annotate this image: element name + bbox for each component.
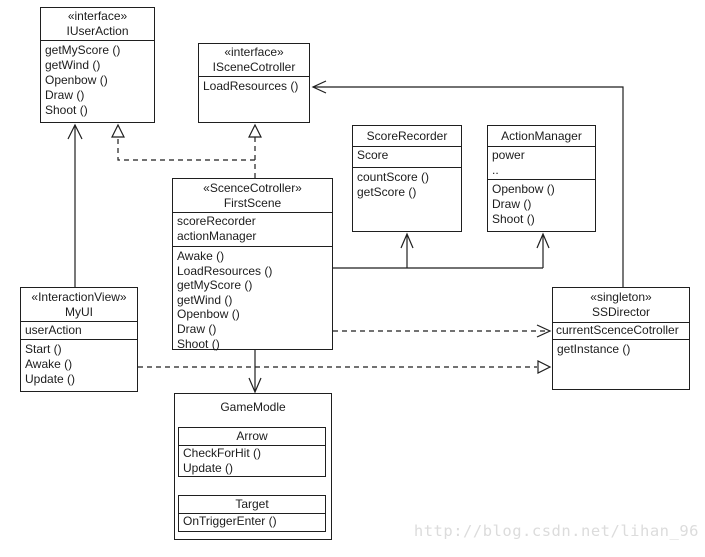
attribute: scoreRecorder <box>177 214 256 228</box>
class-stereotype: «singleton» <box>590 290 652 304</box>
class-header: ActionManager <box>488 126 595 147</box>
method: OnTriggerEnter () <box>183 514 277 528</box>
open-arrowhead-icon <box>400 232 414 249</box>
class-header: «interface» IUserAction <box>41 8 154 41</box>
method: Draw () <box>45 88 85 102</box>
open-arrowhead-icon <box>311 80 327 94</box>
class-name: ActionManager <box>501 128 582 143</box>
method: Awake () <box>177 249 225 263</box>
methods-compartment: getMyScore () getWind () Openbow () Draw… <box>41 41 154 120</box>
class-name: GameModle <box>220 399 286 414</box>
methods-compartment: Awake () LoadResources () getMyScore () … <box>173 247 332 353</box>
attribute: power <box>492 148 525 162</box>
open-arrowhead-icon <box>248 377 262 394</box>
connector-ssdirector-iscenecotroller <box>311 80 624 287</box>
attributes-compartment: userAction <box>21 322 137 340</box>
method: getInstance () <box>557 342 631 356</box>
attribute: currentScenceCotroller <box>556 323 679 337</box>
class-header: ScoreRecorder <box>353 126 461 147</box>
method: countScore () <box>357 170 430 184</box>
class-name: FirstScene <box>223 195 282 210</box>
attribute: userAction <box>25 323 82 337</box>
hollow-triangle-icon <box>248 123 262 138</box>
class-header: «interface» ISceneCotroller <box>199 44 309 77</box>
method: getMyScore () <box>177 278 253 293</box>
methods-compartment: LoadResources () <box>199 77 309 96</box>
hollow-triangle-icon <box>111 123 125 138</box>
class-header: «ScenceCotroller» FirstScene <box>173 179 332 213</box>
inner-class-name: Target <box>179 496 325 514</box>
inner-class-target: Target OnTriggerEnter () <box>178 495 326 532</box>
class-ssdirector: «singleton» SSDirector currentScenceCotr… <box>552 287 690 390</box>
connector-myui-ssdirector <box>138 360 552 374</box>
class-name: IUserAction <box>66 24 129 38</box>
class-name: SSDirector <box>591 305 650 319</box>
attributes-compartment: scoreRecorder actionManager <box>173 213 332 247</box>
method: getMyScore () <box>45 43 121 57</box>
method: Start () <box>25 342 62 356</box>
methods-compartment: Start () Awake () Update () <box>21 340 137 389</box>
method: Update () <box>183 461 234 475</box>
methods-compartment: Openbow () Draw () Shoot () <box>488 180 595 229</box>
method: getScore () <box>357 185 417 199</box>
method: getWind () <box>177 292 233 307</box>
connector-firstscene-iscenecotroller-realization <box>248 123 262 178</box>
class-iuseraction: «interface» IUserAction getMyScore () ge… <box>40 7 155 123</box>
connector-myui-iuseraction <box>67 123 83 287</box>
open-arrowhead-icon <box>67 123 83 140</box>
method: Draw () <box>177 321 217 336</box>
attributes-compartment: currentScenceCotroller <box>553 323 689 340</box>
class-stereotype: «interface» <box>224 45 284 59</box>
attribute: Score <box>357 148 389 162</box>
class-name: ISceneCotroller <box>212 60 296 74</box>
methods-compartment: OnTriggerEnter () <box>179 514 325 529</box>
inner-class-arrow: Arrow CheckForHit () Update () <box>178 427 326 477</box>
class-stereotype: «interface» <box>67 9 128 23</box>
method: Draw () <box>492 197 532 211</box>
class-iscenecotroller: «interface» ISceneCotroller LoadResource… <box>198 43 310 123</box>
method: Openbow () <box>45 73 108 87</box>
methods-compartment: countScore () getScore () <box>353 168 461 202</box>
class-myui: «InteractionView» MyUI userAction Start … <box>20 287 138 392</box>
attribute: .. <box>492 163 499 177</box>
class-scorerecorder: ScoreRecorder Score countScore () getSco… <box>352 125 462 232</box>
methods-compartment: getInstance () <box>553 340 689 359</box>
open-arrowhead-icon <box>536 324 552 338</box>
methods-compartment: CheckForHit () Update () <box>179 446 325 476</box>
method: Shoot () <box>177 336 220 351</box>
attributes-compartment: Score <box>353 147 461 168</box>
inner-class-name: Arrow <box>179 428 325 446</box>
attribute: actionManager <box>177 228 257 243</box>
class-header: «singleton» SSDirector <box>553 288 689 323</box>
class-firstscene: «ScenceCotroller» FirstScene scoreRecord… <box>172 178 333 353</box>
hollow-triangle-icon <box>537 360 552 374</box>
class-actionmanager: ActionManager power .. Openbow () Draw (… <box>487 125 596 232</box>
watermark: http://blog.csdn.net/lihan_96 <box>413 522 699 540</box>
class-stereotype: «ScenceCotroller» <box>203 180 302 195</box>
method: CheckForHit () <box>183 446 262 460</box>
class-name: ScoreRecorder <box>366 128 448 143</box>
class-stereotype: «InteractionView» <box>31 289 127 304</box>
method: Awake () <box>25 357 73 371</box>
open-arrowhead-icon <box>536 232 550 249</box>
method: Shoot () <box>492 212 535 226</box>
connector-firstscene-scorerecorder <box>333 232 543 269</box>
connector-firstscene-ssdirector <box>333 324 552 338</box>
method: LoadResources () <box>177 263 273 278</box>
class-name: MyUI <box>65 304 93 319</box>
class-header: «InteractionView» MyUI <box>21 288 137 322</box>
method: LoadResources () <box>203 79 299 93</box>
method: Shoot () <box>45 103 88 117</box>
method: Update () <box>25 372 76 386</box>
connector-firstscene-iuseraction-realization <box>111 123 255 161</box>
attributes-compartment: power .. <box>488 147 595 180</box>
class-header: GameModle <box>175 394 331 420</box>
method: getWind () <box>45 58 101 72</box>
class-gamemodle: GameModle Arrow CheckForHit () Update ()… <box>174 393 332 540</box>
connector-firstscene-actionmanager <box>536 232 550 268</box>
method: Openbow () <box>492 182 555 196</box>
method: Openbow () <box>177 307 240 322</box>
connector-firstscene-gamemodle <box>248 350 262 394</box>
